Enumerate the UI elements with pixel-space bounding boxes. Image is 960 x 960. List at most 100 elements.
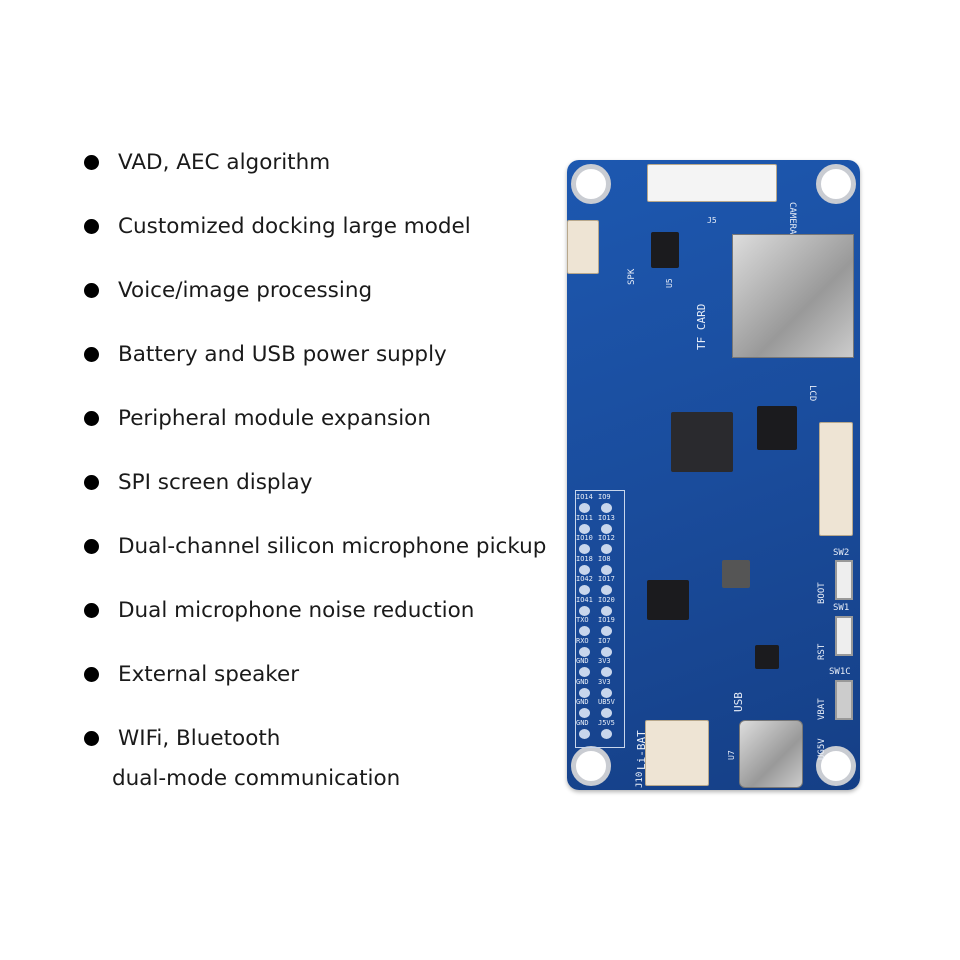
silk-boot: BOOT [817,582,827,604]
header-pin [579,564,590,575]
usb-c-port [739,720,803,788]
feature-label: Voice/image processing [118,278,373,303]
silk-pin-label: GND [576,677,589,686]
feature-label: SPI screen display [118,470,313,495]
lcd-connector [819,422,853,536]
silk-pin-label: IO10 [576,534,593,542]
feature-item: Voice/image processing [84,278,372,303]
feature-item: Battery and USB power supply [84,342,447,367]
bullet-icon [84,347,99,362]
esp32-chip [671,412,733,472]
reset-button [835,616,853,656]
silk-usb: USB [732,692,745,712]
header-pin [601,605,612,616]
silk-pin-label: 3V3 [598,657,611,665]
silk-sw1: SW1 [833,603,850,613]
mounting-hole [816,164,856,204]
silk-pin-label: RXO [576,636,589,645]
header-pin [579,728,590,739]
silk-pin-label: J5V5 [598,718,615,727]
header-pin [579,687,590,698]
header-pin [579,585,590,595]
silk-rst: RST [817,643,827,660]
header-pin [579,544,590,554]
feature-item: External speaker [84,662,299,687]
bullet-icon [84,219,99,234]
power-switch [835,680,853,720]
header-pin [601,564,612,575]
silk-pin-label: IO11 [576,513,593,522]
header-pin [601,708,612,718]
header-pin [579,708,590,718]
header-pin [601,667,612,677]
feature-label: Customized docking large model [118,214,471,239]
feature-item: WIFi, Bluetooth [84,726,280,751]
feature-item: Peripheral module expansion [84,406,431,431]
chip-u9 [755,645,779,669]
bullet-icon [84,539,99,554]
bullet-icon [84,283,99,298]
chip-u5 [651,232,679,268]
bullet-icon [84,731,99,746]
silk-camera: CAMERA [787,202,797,235]
silk-pin-label: GND [576,718,589,727]
feature-item: SPI screen display [84,470,312,495]
silk-pin-label: IO14 [576,493,593,501]
chip-u10 [757,406,797,450]
silk-pin-label: GND [576,698,589,706]
silk-vbat: VBAT [817,698,827,720]
feature-label: Battery and USB power supply [118,342,447,367]
silk-pin-label: IO41 [576,595,593,604]
pin-header-frame [575,490,625,748]
silk-j10: J10 [635,771,645,788]
header-pin [601,503,612,513]
header-pin [601,646,612,657]
silk-pin-label: 3V3 [598,677,611,686]
feature-label: External speaker [118,662,300,687]
bullet-icon [84,667,99,682]
silk-sw1c: SW1C [829,667,851,677]
silk-spk: SPK [627,268,637,285]
feature-label: Peripheral module expansion [118,406,431,431]
feature-item: Dual microphone noise reduction [84,598,474,623]
silk-pin-label: IO7 [598,636,611,645]
feature-label: Dual microphone noise reduction [118,598,475,623]
header-pin [579,667,590,677]
silk-pin-label: GND [576,657,589,665]
mounting-hole [571,164,611,204]
header-pin [601,544,612,554]
camera-connector [647,164,777,202]
battery-connector [645,720,709,786]
mounting-hole [571,746,611,786]
bullet-icon [84,411,99,426]
header-pin [601,687,612,698]
silk-pin-label: IO42 [576,575,593,583]
feature-label-continuation: dual-mode communication [112,766,401,791]
silk-pin-label: IO18 [576,554,593,563]
silk-ug5v: UG5V [817,738,827,760]
feature-label: VAD, AEC algorithm [118,150,331,175]
feature-item: Customized docking large model [84,214,471,239]
header-pin [579,626,590,636]
feature-item: Dual-channel silicon microphone pickup [84,534,546,559]
silk-pin-label: IO19 [598,616,615,624]
header-pin [601,626,612,636]
silk-pin-label: IO8 [598,554,611,563]
silk-pin-label: TXO [576,616,589,624]
silk-pin-label: IO9 [598,493,611,501]
header-pin [579,523,590,534]
tf-card-slot [732,234,854,358]
header-pin [601,728,612,739]
bullet-icon [84,155,99,170]
silk-j5: J5 [707,216,717,225]
silk-pin-label: UB5V [598,698,615,706]
chip-v1 [647,580,689,620]
boot-button [835,560,853,600]
silk-u5: U5 [665,278,674,288]
silk-lcd: LCD [807,385,817,402]
silk-tf-card: TF CARD [695,303,708,350]
feature-label: Dual-channel silicon microphone pickup [118,534,547,559]
header-pin [579,646,590,657]
feature-item: VAD, AEC algorithm [84,150,330,175]
